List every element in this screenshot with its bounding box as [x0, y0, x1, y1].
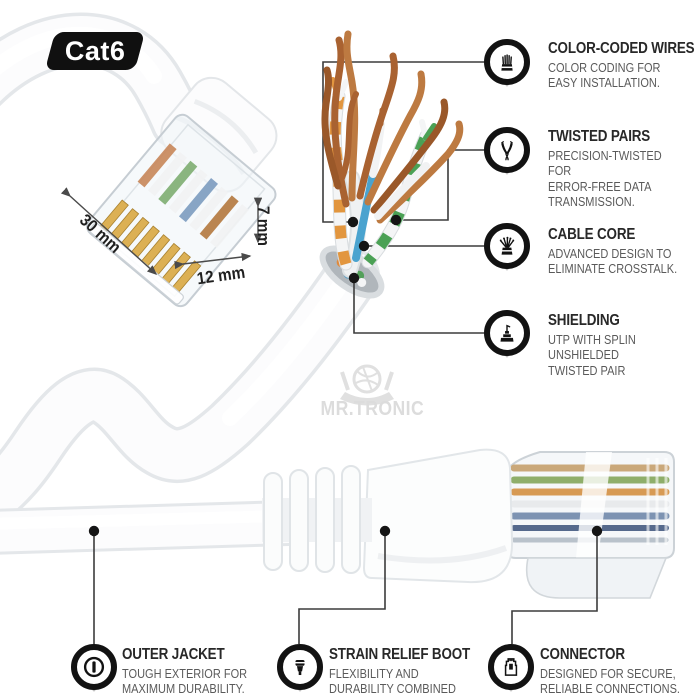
pin-marker: [484, 39, 530, 87]
callout-color-coded-wires: COLOR-CODED WIRES COLOR CODING FOR EASY …: [484, 39, 700, 92]
pin-marker: [484, 310, 530, 358]
globe-hands-logo: [340, 364, 394, 406]
color-coded-wires-icon: [501, 54, 513, 71]
outer-jacket-icon: [83, 656, 105, 678]
cable-core-icon: [499, 236, 515, 255]
callout-connector: CONNECTOR DESIGNED FOR SECURE, RELIABLE …: [488, 644, 699, 698]
pin-marker: [277, 644, 323, 692]
pin-marker: [484, 223, 530, 271]
watermark-brand: MR.TRONIC: [320, 398, 425, 420]
callout-title: CONNECTOR: [540, 646, 625, 663]
cat6-badge-label: Cat6: [64, 35, 126, 66]
callout-cable-core: CABLE CORE ADVANCED DESIGN TO ELIMINATE …: [484, 223, 695, 278]
callout-title: CABLE CORE: [548, 226, 636, 243]
callout-title: SHIELDING: [548, 312, 620, 329]
dimension-height-label: 7 mm: [254, 206, 273, 246]
callout-description: FLEXIBILITY AND DURABILITY COMBINED: [329, 667, 456, 697]
callout-title: COLOR-CODED WIRES: [548, 40, 695, 57]
callout-title: TWISTED PAIRS: [548, 128, 651, 145]
callout-description: PRECISION-TWISTED FOR ERROR-FREE DATA TR…: [548, 149, 662, 209]
pin-marker: [488, 644, 534, 692]
pin-marker: [484, 127, 530, 175]
strain-relief-boot: [262, 448, 514, 584]
pin-marker: [71, 644, 117, 692]
callout-description: ADVANCED DESIGN TO ELIMINATE CROSSTALK.: [548, 247, 678, 277]
rj45-connector-bottom: [505, 451, 675, 599]
center-cable-jacket: [0, 248, 380, 528]
callout-description: TOUGH EXTERIOR FOR MAXIMUM DURABILITY.: [122, 667, 248, 697]
callout-description: COLOR CODING FOR EASY INSTALLATION.: [548, 61, 661, 91]
callout-title: OUTER JACKET: [122, 646, 225, 663]
callout-description: UTP WITH SPLIN UNSHIELDED TWISTED PAIR: [548, 333, 636, 378]
callout-strain-relief-boot: STRAIN RELIEF BOOT FLEXIBILITY AND DURAB…: [277, 644, 497, 698]
leader-dots: [88, 214, 603, 537]
cat6-badge: Cat6: [44, 32, 146, 70]
callout-description: DESIGNED FOR SECURE, RELIABLE CONNECTION…: [540, 667, 680, 697]
connector-icon: [504, 658, 518, 676]
strain-relief-boot-icon: [295, 659, 305, 676]
bottom-cable: [0, 500, 311, 555]
callout-outer-jacket: OUTER JACKET TOUGH EXTERIOR FOR MAXIMUM …: [71, 644, 264, 698]
callout-shielding: SHIELDING UTP WITH SPLIN UNSHIELDED TWIS…: [484, 310, 648, 379]
leader-lines-bottom: [93, 531, 598, 645]
twisted-pairs-icon: [501, 141, 513, 161]
callout-title: STRAIN RELIEF BOOT: [329, 646, 471, 663]
dimension-lines: [60, 187, 263, 275]
shielding-icon: [500, 324, 514, 342]
exposed-wires: [321, 30, 464, 278]
callout-twisted-pairs: TWISTED PAIRS PRECISION-TWISTED FOR ERRO…: [484, 127, 700, 210]
